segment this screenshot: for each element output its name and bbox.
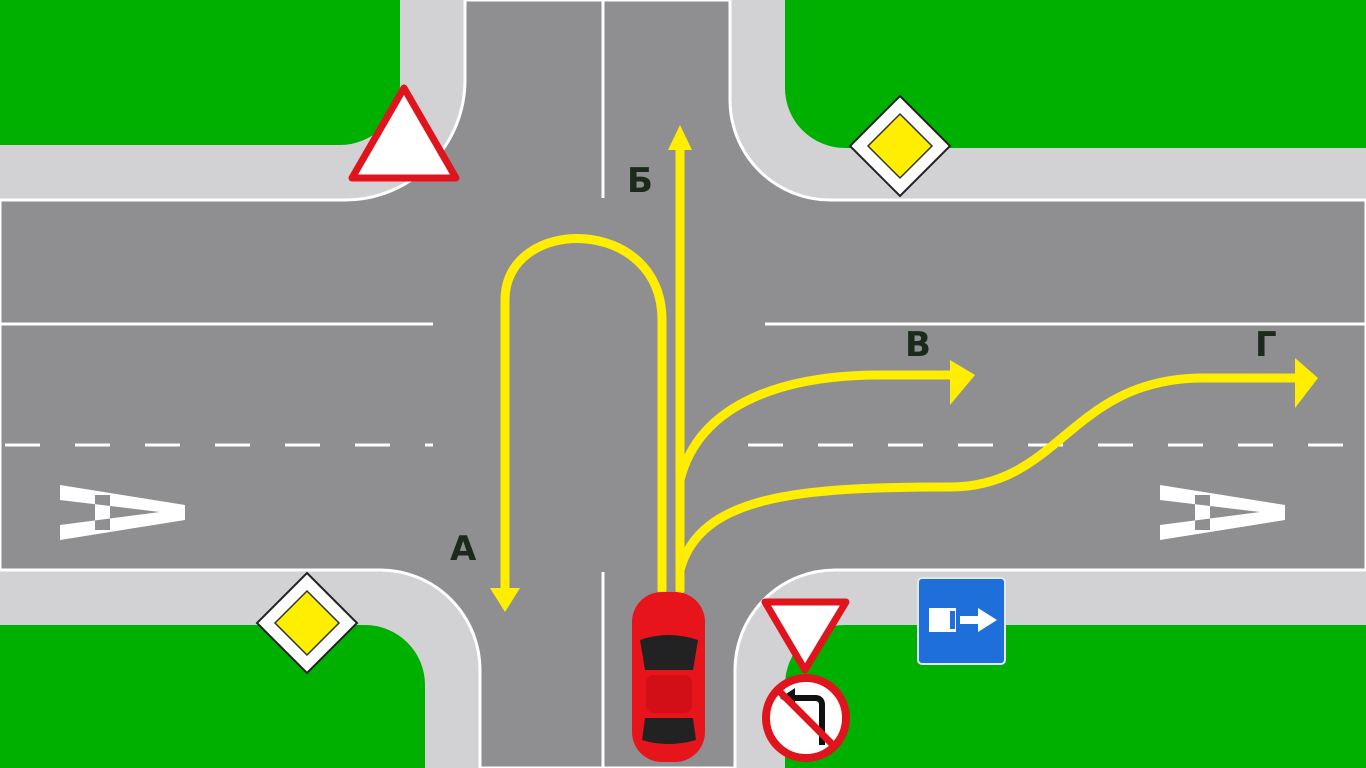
label-a: А bbox=[450, 529, 477, 569]
grass-top-right bbox=[785, 0, 1366, 148]
arrow-g-icon bbox=[1295, 358, 1318, 408]
arrow-a-icon bbox=[490, 588, 520, 612]
path-v bbox=[675, 370, 960, 485]
lane-info-sign-icon bbox=[917, 577, 1006, 665]
grass-top-left bbox=[0, 0, 400, 145]
label-v: В bbox=[905, 325, 931, 365]
main-road-sign-icon bbox=[848, 94, 952, 198]
label-b: Б bbox=[627, 161, 653, 201]
grass-bottom-left bbox=[0, 625, 425, 768]
lane-letter-markings bbox=[60, 485, 1285, 540]
movement-paths bbox=[500, 140, 1305, 597]
arrow-b-icon bbox=[668, 125, 692, 150]
arrow-v-icon bbox=[950, 360, 975, 405]
path-a bbox=[500, 234, 667, 597]
label-g: Г bbox=[1255, 325, 1277, 365]
yield-sign-icon bbox=[761, 598, 850, 674]
path-g bbox=[675, 373, 1305, 575]
red-car-icon bbox=[632, 592, 705, 762]
no-left-turn-sign-icon bbox=[762, 674, 850, 762]
warning-triangle-sign-icon bbox=[348, 84, 460, 182]
main-road-sign-icon bbox=[255, 571, 359, 675]
arrowheads bbox=[490, 125, 1318, 612]
grass-bottom-right bbox=[785, 625, 1366, 768]
